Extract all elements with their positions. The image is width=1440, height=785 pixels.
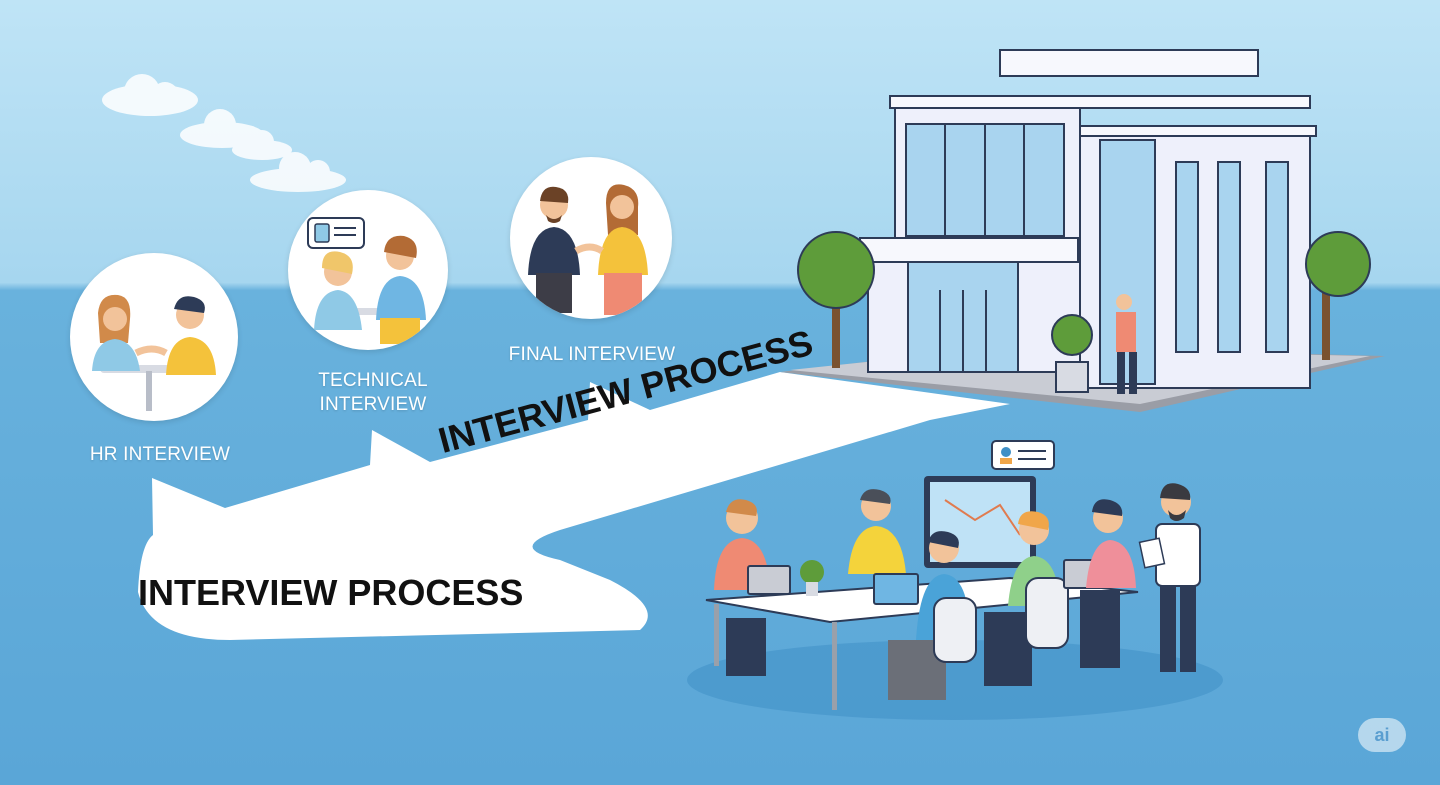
technical-interview-circle	[288, 190, 448, 350]
cloud-icon	[250, 152, 346, 192]
person-icon	[598, 184, 648, 315]
profile-card-icon	[991, 440, 1055, 470]
tree-icon	[797, 231, 875, 368]
person-icon	[528, 186, 580, 313]
plant-icon	[800, 560, 824, 596]
person-icon	[848, 489, 906, 574]
cloud-icon	[102, 74, 198, 116]
stage-label-hr: HR INTERVIEW	[89, 444, 231, 465]
hr-interview-illustration	[92, 294, 216, 411]
person-icon	[1116, 294, 1137, 394]
technical-interview-illustration	[307, 217, 426, 344]
final-interview-illustration	[528, 184, 648, 315]
person-icon	[1080, 499, 1136, 668]
cloud-icon	[232, 130, 292, 160]
laptop-icon	[747, 565, 791, 595]
person-icon	[1138, 483, 1201, 672]
tree-icon	[1305, 231, 1371, 360]
person-icon	[314, 251, 362, 330]
stage-label-final: FINAL INTERVIEW	[508, 344, 676, 365]
chair-icon	[933, 597, 977, 663]
cloud-icon	[180, 109, 264, 148]
chat-bubble-icon	[307, 217, 365, 249]
person-icon	[376, 235, 426, 344]
person-icon	[166, 296, 216, 375]
arrow-title-lower: INTERVIEW PROCESS	[138, 572, 524, 613]
chair-icon	[1025, 577, 1069, 649]
ai-badge: ai	[1358, 718, 1406, 752]
laptop-icon	[873, 573, 919, 605]
final-interview-circle	[510, 157, 672, 319]
plant-pot-icon	[1051, 314, 1093, 393]
person-icon	[92, 294, 140, 371]
stage-label-technical: TECHNICAL INTERVIEW	[318, 370, 428, 415]
arrow-shape	[138, 372, 1010, 640]
hr-interview-circle	[70, 253, 238, 421]
